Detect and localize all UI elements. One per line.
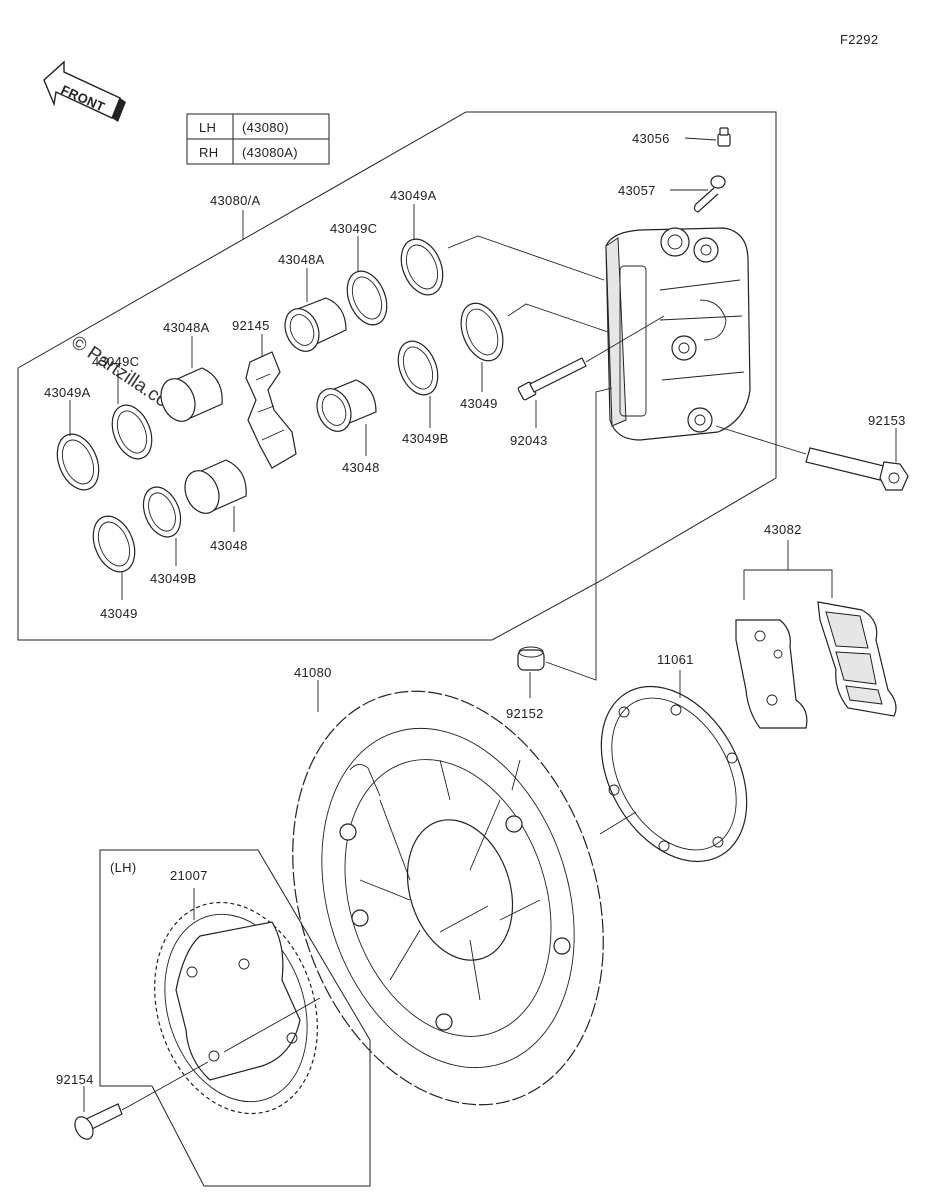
label-piston-a-top: 43048A <box>278 252 325 267</box>
seal-43049c-top <box>346 270 388 326</box>
front-arrow-icon: FRONT <box>43 60 126 122</box>
brake-pad-plate <box>735 619 808 729</box>
table-part-rh: (43080A) <box>242 145 298 160</box>
gasket-11061 <box>600 685 748 863</box>
bleeder-valve <box>717 127 731 147</box>
brake-pad-lining <box>817 601 897 717</box>
label-bolt-92153: 92153 <box>868 413 906 428</box>
label-bleeder-cap: 43057 <box>618 183 656 198</box>
table-side-lh: LH <box>199 120 216 135</box>
bolt-92153 <box>805 447 909 491</box>
piston-43048-mid <box>316 379 377 432</box>
seal-43049a-top <box>400 238 444 296</box>
seal-43049a-left <box>56 433 100 491</box>
sensor-rotor-21007 <box>154 901 318 1115</box>
seal-43049-mid <box>460 302 504 362</box>
piston-43048a-left <box>160 367 223 422</box>
lh-subframe <box>99 849 371 1187</box>
figure-code: F2292 <box>840 32 878 47</box>
brake-disc-41080 <box>292 690 604 1106</box>
label-bolt-92154: 92154 <box>56 1072 94 1087</box>
bleeder-cap <box>693 175 726 213</box>
label-collar-92152: 92152 <box>506 706 544 721</box>
caliper-body <box>605 227 751 441</box>
label-seal-c-top: 43049C <box>330 221 377 236</box>
seal-43049c-left <box>111 404 153 460</box>
label-sensor-rotor: 21007 <box>170 868 208 883</box>
label-pad-set: 43082 <box>764 522 802 537</box>
table-part-lh: (43080) <box>242 120 289 135</box>
label-lh-note: (LH) <box>110 860 136 875</box>
seal-43049b-left <box>142 486 182 538</box>
seal-43049-left <box>92 515 136 573</box>
label-seal-43049-mid: 43049 <box>460 396 498 411</box>
label-seal-c-left: 43049C <box>92 354 139 369</box>
label-piston-43048-mid: 43048 <box>342 460 380 475</box>
table-side-rh: RH <box>199 145 218 160</box>
label-seal-a-top: 43049A <box>390 188 437 203</box>
label-caliper-assy: 43080/A <box>210 193 261 208</box>
piston-43048a-top <box>284 297 347 352</box>
caliper-assembly-frame <box>17 111 777 641</box>
label-seal-43049-left: 43049 <box>100 606 138 621</box>
piston-43048-left <box>184 459 247 514</box>
label-bleeder-valve: 43056 <box>632 131 670 146</box>
label-disc-41080: 41080 <box>294 665 332 680</box>
seal-43049b-mid <box>397 340 439 396</box>
spring-92145 <box>245 351 297 469</box>
collar-92152 <box>517 646 545 671</box>
label-piston-43048-left: 43048 <box>210 538 248 553</box>
label-piston-a-left: 43048A <box>163 320 210 335</box>
side-table: LH (43080) RH (43080A) <box>186 113 330 165</box>
label-seal-b-left: 43049B <box>150 571 197 586</box>
label-spring-92145: 92145 <box>232 318 270 333</box>
label-gasket-11061: 11061 <box>657 652 694 667</box>
label-seal-b-mid: 43049B <box>402 431 449 446</box>
label-pin-92043: 92043 <box>510 433 548 448</box>
pin-92043 <box>517 357 587 401</box>
label-seal-a-left: 43049A <box>44 385 91 400</box>
bolt-92154 <box>74 1103 123 1140</box>
